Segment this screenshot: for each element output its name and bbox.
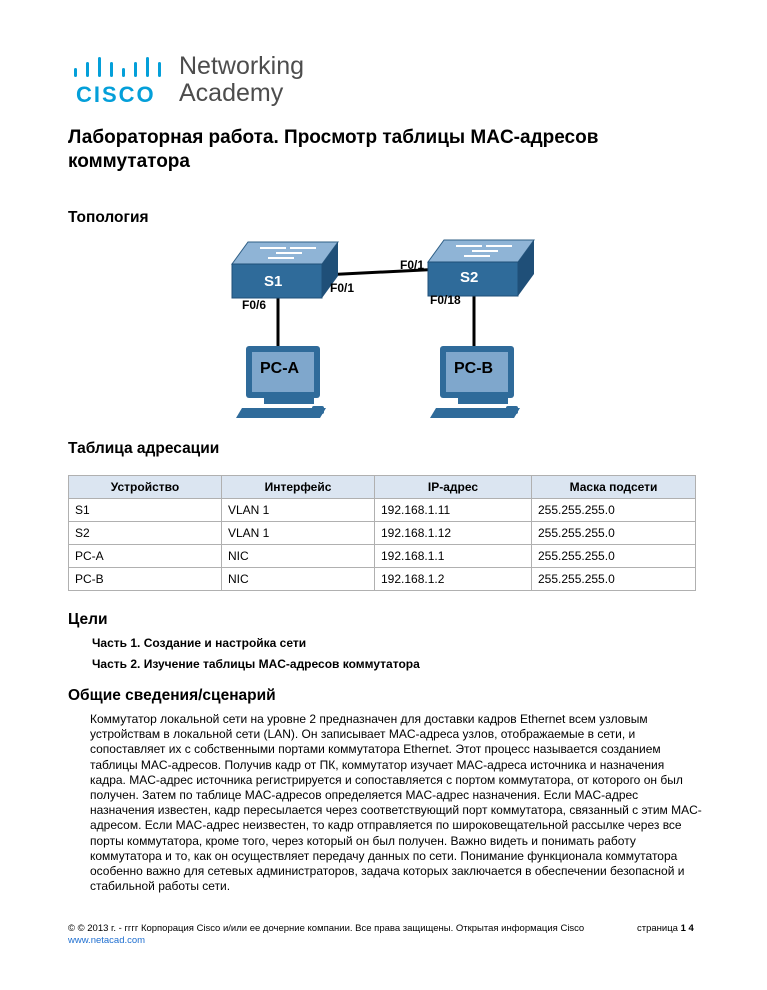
table-row: PC-A NIC 192.168.1.1 255.255.255.0	[68, 544, 696, 568]
footer-copyright: © © 2013 г. - гггг Корпорация Cisco и/ил…	[68, 923, 585, 934]
port-s2-f01-label: F0/1	[400, 258, 425, 272]
table-cell: S1	[68, 498, 222, 522]
column-header-ip: IP-адрес	[374, 475, 532, 499]
pc-a-icon	[236, 346, 326, 418]
table-cell: PC-A	[68, 544, 222, 568]
page-label: страница	[637, 923, 678, 934]
page-current: 1	[680, 923, 686, 934]
port-s1-f01-label: F0/1	[330, 281, 355, 295]
objective-part-1: Часть 1. Создание и настройка сети	[92, 636, 307, 650]
table-cell: VLAN 1	[221, 521, 375, 545]
table-row: S1 VLAN 1 192.168.1.11 255.255.255.0	[68, 498, 696, 522]
table-cell: S2	[68, 521, 222, 545]
switch-s2-icon	[427, 239, 535, 297]
section-addressing-heading: Таблица адресации	[68, 440, 220, 457]
table-cell: 255.255.255.0	[531, 567, 696, 591]
background-paragraph: Коммутатор локальной сети на уровне 2 пр…	[90, 712, 702, 894]
section-topology-heading: Топология	[68, 209, 149, 226]
port-s1-f06-label: F0/6	[242, 298, 267, 312]
addressing-table: Устройство Интерфейс IP-адрес Маска подс…	[68, 475, 696, 591]
table-row: S2 VLAN 1 192.168.1.12 255.255.255.0	[68, 521, 696, 545]
page-title: Лабораторная работа. Просмотр таблицы MA…	[68, 127, 599, 172]
page-total: 4	[688, 923, 694, 934]
switch-s1-icon	[231, 241, 339, 299]
pc-b-icon	[430, 346, 520, 418]
cisco-networking-academy-logo: CISCO Networking Academy	[74, 52, 334, 112]
cisco-bars-icon	[74, 57, 161, 77]
port-s2-f018-label: F0/18	[430, 293, 461, 307]
link-s1-s2	[322, 267, 444, 277]
footer-netacad-link[interactable]: www.netacad.com	[68, 935, 146, 946]
column-header-mask: Маска подсети	[531, 475, 696, 499]
logo-line-networking: Networking	[179, 52, 305, 80]
pc-b-label: PC-B	[454, 360, 494, 377]
table-cell: 255.255.255.0	[531, 521, 696, 545]
table-cell: NIC	[221, 567, 375, 591]
cisco-wordmark: CISCO	[76, 82, 156, 107]
table-cell: VLAN 1	[221, 498, 375, 522]
pc-a-label: PC-A	[260, 360, 300, 377]
logo-line-academy: Academy	[179, 79, 284, 107]
table-cell: 192.168.1.2	[374, 567, 532, 591]
column-header-device: Устройство	[68, 475, 222, 499]
section-background-heading: Общие сведения/сценарий	[68, 687, 276, 704]
section-objectives-heading: Цели	[68, 611, 108, 628]
table-cell: PC-B	[68, 567, 222, 591]
topology-diagram: S1 S2 F0/1 F0/6 F0/1 F0/18 PC-A PC-B	[228, 236, 548, 426]
table-cell: 192.168.1.11	[374, 498, 532, 522]
switch-s2-label: S2	[460, 269, 479, 286]
switch-s1-label: S1	[264, 273, 283, 290]
table-cell: 192.168.1.1	[374, 544, 532, 568]
objective-part-2: Часть 2. Изучение таблицы MAC-адресов ко…	[92, 657, 420, 671]
table-cell: 192.168.1.12	[374, 521, 532, 545]
column-header-interface: Интерфейс	[221, 475, 375, 499]
table-row: PC-B NIC 192.168.1.2 255.255.255.0	[68, 567, 696, 591]
table-header-row: Устройство Интерфейс IP-адрес Маска подс…	[68, 475, 696, 499]
footer-page-number: страница 1 4	[637, 923, 694, 934]
table-cell: 255.255.255.0	[531, 544, 696, 568]
topology-drawing	[231, 239, 535, 418]
table-cell: NIC	[221, 544, 375, 568]
table-cell: 255.255.255.0	[531, 498, 696, 522]
